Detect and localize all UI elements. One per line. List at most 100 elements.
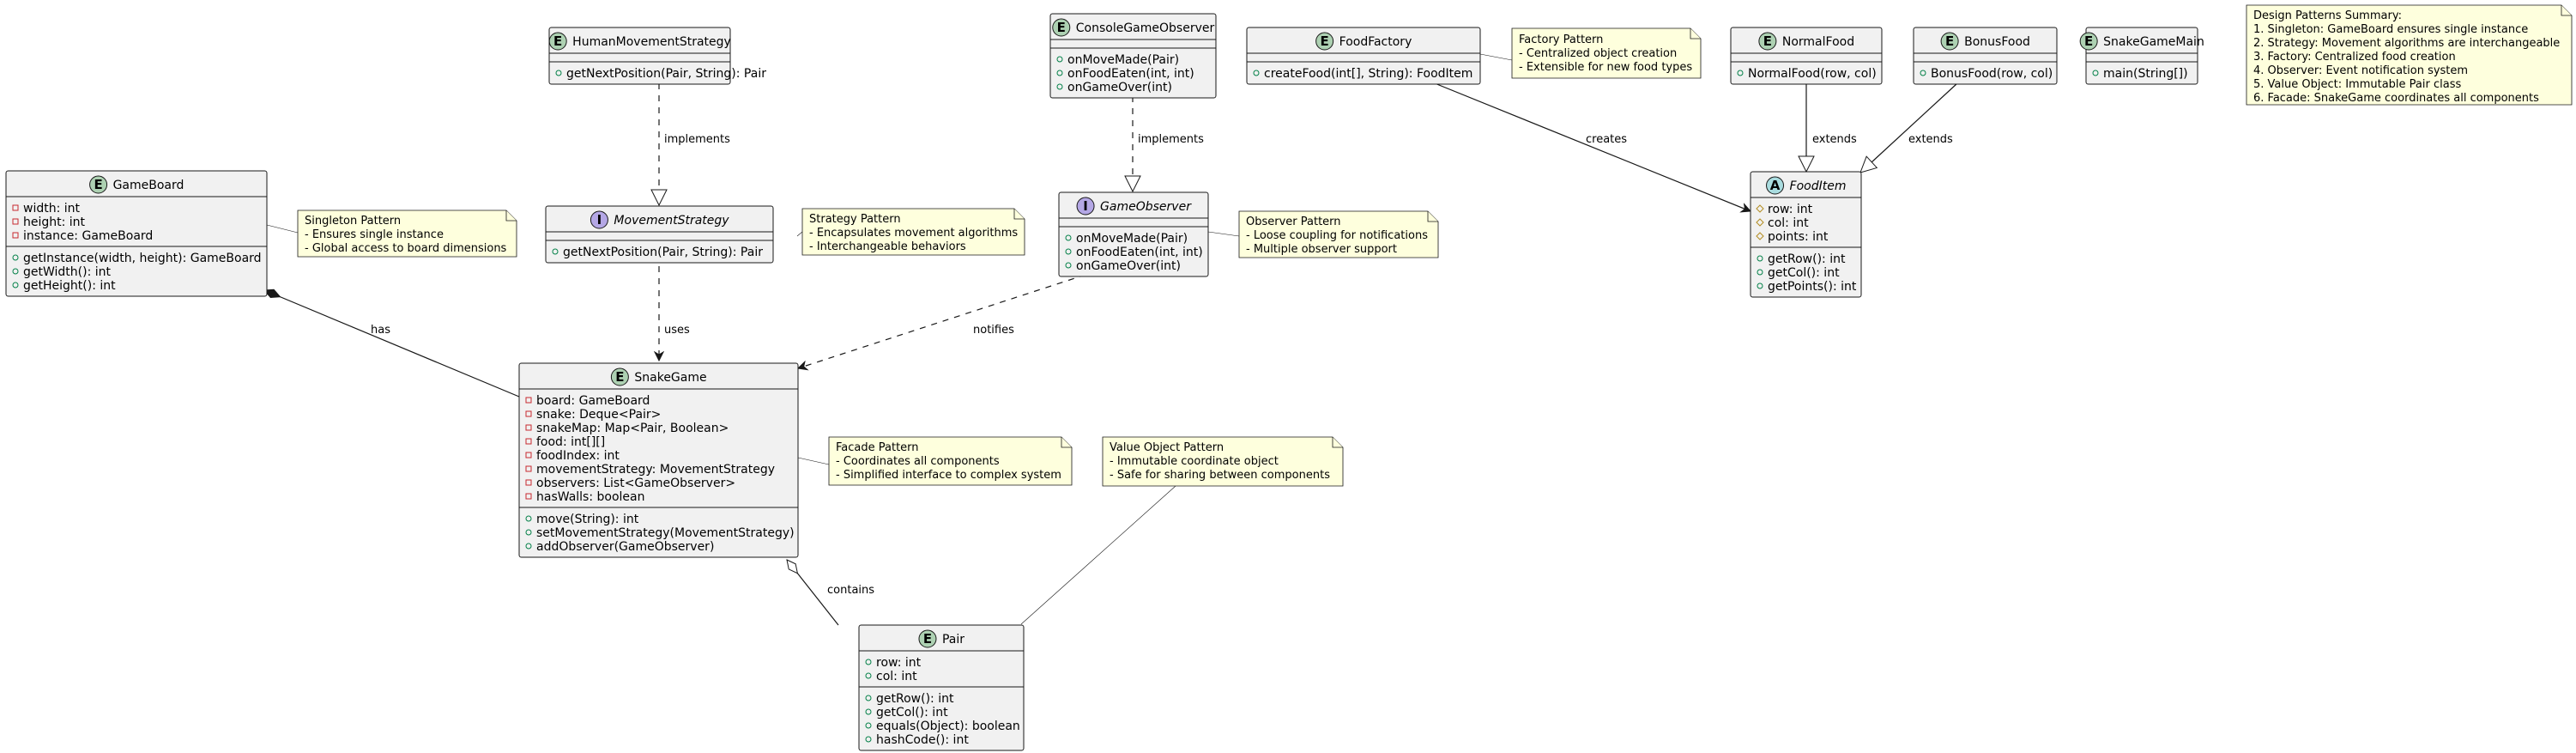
class-method: move(String): int	[536, 513, 639, 526]
class-method: onGameOver(int)	[1076, 259, 1181, 273]
class-box	[5, 170, 268, 297]
visibility-icon	[1737, 70, 1744, 76]
note-strategy: Strategy Pattern - Encapsulates movement…	[801, 208, 1025, 256]
edge-has-game-board	[264, 290, 520, 398]
note-observer-line: Observer Pattern	[1246, 216, 1341, 228]
edge-label-extends-normal: extends	[1812, 133, 1857, 146]
class-name: SnakeGame	[634, 371, 706, 385]
stereotype-e-icon	[1758, 32, 1777, 51]
visibility-icon	[525, 515, 532, 522]
stereotype-a-icon	[1766, 176, 1785, 195]
visibility-icon	[525, 543, 532, 550]
note-strategy-line: - Encapsulates movement algorithms	[809, 227, 1018, 240]
stereotype-letter: E	[923, 631, 932, 647]
note-factory-line: - Extensible for new food types	[1519, 61, 1692, 74]
class-field: width: int	[23, 202, 81, 216]
edge-extends-bonus-food	[1860, 82, 1958, 173]
class-method: createFood(int[], String): FoodItem	[1264, 67, 1472, 81]
class-name: FoodFactory	[1339, 35, 1412, 49]
visibility-icon	[1757, 282, 1763, 289]
note-summary-line: 6. Facade: SnakeGame coordinates all com…	[2253, 92, 2539, 105]
visibility-icon	[1756, 204, 1764, 213]
visibility-icon	[1756, 232, 1764, 240]
note-observer-line: - Loose coupling for notifications	[1246, 229, 1428, 242]
stereotype-i-icon	[1076, 197, 1095, 216]
class-method: onFoodEaten(int, int)	[1076, 246, 1203, 259]
edge-creates-food-item	[1434, 82, 1751, 211]
visibility-icon	[1757, 269, 1763, 276]
stereotype-e-icon	[548, 32, 567, 51]
class-method: getCol(): int	[876, 706, 948, 720]
note-summary-line: Design Patterns Summary:	[2253, 9, 2402, 22]
class-name: GameObserver	[1100, 200, 1192, 214]
note-link-facade	[797, 457, 830, 465]
class-field: foodIndex: int	[536, 449, 620, 463]
note-observer-line: - Multiple observer support	[1246, 243, 1397, 256]
note-facade-line: Facade Pattern	[836, 441, 919, 454]
visibility-icon	[525, 438, 532, 445]
visibility-icon	[525, 529, 532, 536]
class-box	[1049, 13, 1217, 99]
class-food-factory: E FoodFactory createFood(int[], String): F…	[1246, 27, 1481, 85]
visibility-icon	[12, 232, 19, 239]
note-singleton-line: - Global access to board dimensions	[305, 242, 507, 255]
stereotype-letter: A	[1770, 178, 1781, 193]
note-facade-line: - Simplified interface to complex system	[836, 469, 1061, 482]
note-value-object: Value Object Pattern - Immutable coordin…	[1102, 436, 1344, 487]
visibility-icon	[1065, 248, 1072, 255]
class-method: equals(Object): boolean	[876, 720, 1020, 733]
class-box	[1246, 27, 1481, 85]
class-name: BonusFood	[1964, 35, 2030, 49]
visibility-icon	[555, 70, 562, 76]
note-observer: Observer Pattern - Loose coupling for no…	[1238, 210, 1439, 258]
stereotype-letter: E	[1321, 33, 1329, 49]
class-method: getRow(): int	[1768, 252, 1846, 266]
note-link-singleton	[266, 224, 299, 234]
note-value-object-line: - Safe for sharing between components	[1110, 469, 1330, 482]
note-link-factory	[1479, 53, 1513, 61]
class-field: board: GameBoard	[536, 394, 650, 408]
stereotype-letter: E	[2084, 33, 2093, 49]
class-method: getPoints(): int	[1768, 280, 1857, 294]
edge-label-notifies: notifies	[973, 324, 1014, 337]
class-field: observers: List<GameObserver>	[536, 477, 735, 490]
class-field: snake: Deque<Pair>	[536, 408, 661, 422]
visibility-icon	[1056, 56, 1063, 63]
note-factory: Factory Pattern - Centralized object cre…	[1511, 27, 1702, 79]
edge-label-contains: contains	[827, 584, 874, 597]
edge-label-implements-strategy: implements	[664, 133, 730, 146]
visibility-icon	[1920, 70, 1926, 76]
visibility-icon	[525, 479, 532, 486]
visibility-icon	[525, 410, 532, 417]
class-method: onFoodEaten(int, int)	[1067, 67, 1194, 81]
visibility-icon	[1756, 218, 1764, 227]
visibility-icon	[1253, 70, 1260, 76]
visibility-icon	[525, 452, 532, 458]
class-box	[858, 624, 1025, 751]
class-method: main(String[])	[2103, 67, 2188, 81]
class-method: getNextPosition(Pair, String): Pair	[566, 67, 766, 81]
stereotype-e-icon	[610, 367, 629, 386]
stereotype-letter: E	[553, 33, 562, 49]
visibility-icon	[525, 465, 532, 472]
note-facade-line: - Coordinates all components	[836, 455, 1000, 468]
class-method: onMoveMade(Pair)	[1076, 232, 1188, 246]
class-method: NormalFood(row, col)	[1748, 67, 1877, 81]
stereotype-e-icon	[1052, 18, 1071, 37]
class-box	[1750, 171, 1862, 298]
class-field: height: int	[23, 216, 86, 229]
visibility-icon	[1757, 255, 1763, 262]
note-value-object-line: Value Object Pattern	[1110, 441, 1224, 454]
visibility-icon	[1065, 234, 1072, 241]
class-method: getRow(): int	[876, 692, 954, 706]
